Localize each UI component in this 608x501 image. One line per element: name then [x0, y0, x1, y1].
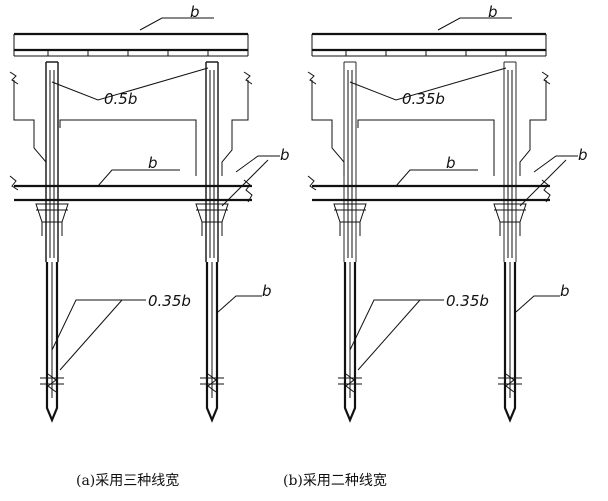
leader-beam	[97, 169, 180, 187]
break-mark-right-top	[541, 71, 551, 85]
label-pipe-width: 0.35b	[402, 90, 445, 108]
break-mark-left-top	[307, 71, 317, 85]
label-pile-axis: 0.35b	[446, 292, 489, 310]
pile-tip	[503, 398, 517, 423]
label-pipe-width: 0.5b	[104, 90, 137, 108]
label-beam: b	[446, 154, 456, 172]
break-mark-left-mid	[307, 175, 317, 191]
leader-right	[235, 155, 280, 173]
label-pile-axis: 0.35b	[148, 292, 191, 310]
leader-right-2	[519, 159, 567, 207]
leader-pile-thin-2	[357, 299, 421, 371]
pile-break-zigzag	[345, 373, 355, 393]
break-mark-right-top	[243, 71, 253, 85]
caption-panel-b: (b)采用二种线宽	[283, 473, 387, 489]
leader-pile-thick	[217, 295, 262, 313]
label-pile-body: b	[262, 282, 272, 300]
label-beam: b	[148, 154, 158, 172]
wall-right-profile	[519, 80, 547, 176]
leader-pile-thin	[349, 299, 444, 351]
pile-cap	[195, 203, 229, 223]
label-right-wall: b	[578, 146, 588, 164]
label-top-deck: b	[190, 3, 200, 21]
label-pile-body: b	[560, 282, 570, 300]
leader-top	[139, 17, 214, 31]
wall-left-profile	[13, 80, 47, 176]
leader-beam	[395, 169, 478, 187]
pile-cap	[333, 203, 367, 223]
leader-pipe	[349, 67, 507, 101]
pile-cap	[35, 203, 69, 223]
pile-break-zigzag	[207, 373, 217, 393]
leader-right	[533, 155, 578, 173]
wall-left-profile	[311, 80, 345, 176]
inner-opening	[357, 119, 495, 176]
label-right-wall: b	[280, 146, 290, 164]
break-mark-right-beam	[541, 179, 551, 203]
leader-pipe	[51, 67, 209, 101]
leader-right-2	[221, 159, 269, 207]
label-top-deck: b	[488, 3, 498, 21]
pile-break-zigzag	[47, 373, 57, 393]
wall-right-profile	[221, 80, 249, 176]
caption-panel-a: (a)采用三种线宽	[76, 473, 180, 489]
break-mark-left-mid	[9, 175, 19, 191]
leader-top	[437, 17, 512, 31]
break-mark-right-beam	[243, 179, 253, 203]
inner-opening	[59, 119, 197, 176]
break-mark-left-top	[9, 71, 19, 85]
pile-tip	[205, 398, 219, 423]
pile-cap	[493, 203, 527, 223]
pile-tip	[343, 398, 357, 423]
panel-a-three-line-widths: b 0.5b b b 0.35b b	[9, 3, 290, 423]
leader-pile-thin-2	[59, 299, 123, 371]
leader-pile-thick	[515, 295, 560, 313]
leader-pile-thin	[51, 299, 146, 351]
panel-b-two-line-widths: b 0.35b b b 0.35b b	[307, 3, 588, 423]
pile-break-zigzag	[505, 373, 515, 393]
pile-tip	[45, 398, 59, 423]
